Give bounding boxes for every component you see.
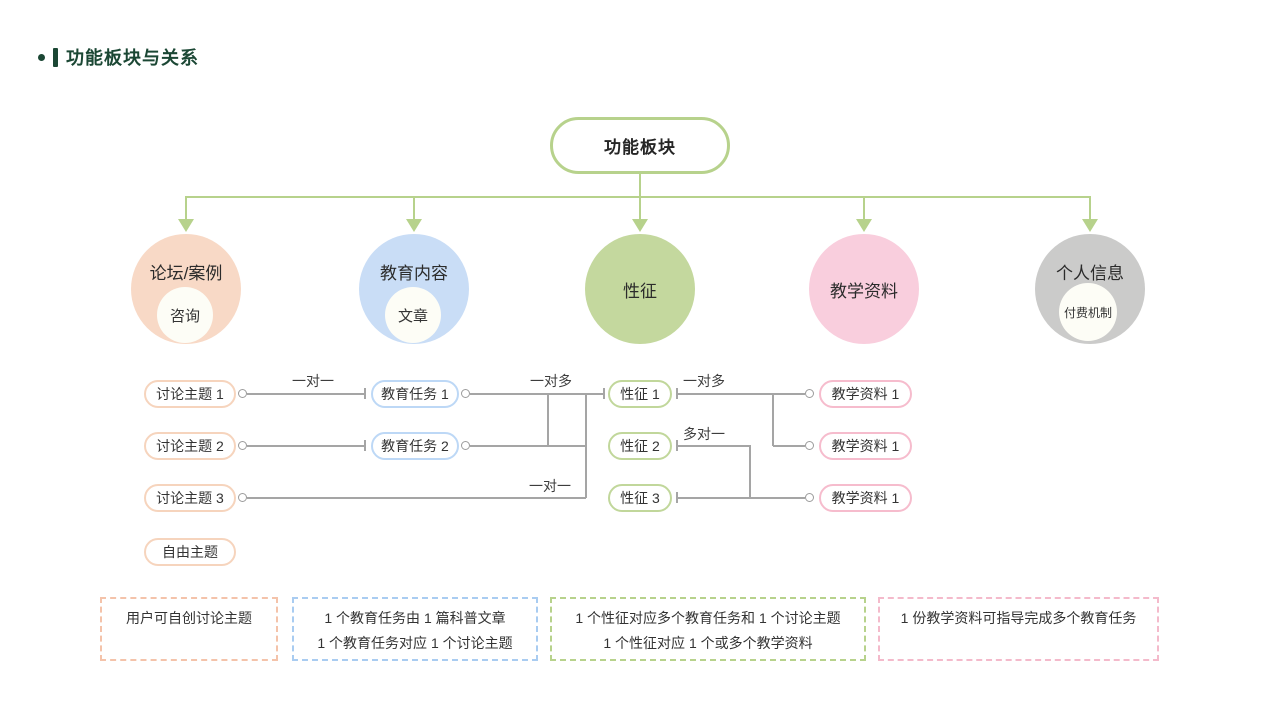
tree-branch-line [863,196,865,220]
line-end-tick [676,492,678,503]
relation-line [247,393,364,395]
line-end-tick [364,388,366,399]
note-box-topics: 用户可自创讨论主题 [100,597,278,661]
node-trait-2: 性征 2 [608,432,672,460]
bullet-dot-icon [38,53,45,61]
tree-horizontal-line [185,196,1091,198]
module-circle-forum: 论坛/案例 咨询 [131,234,241,344]
connector-circle [805,389,814,398]
arrow-down-icon [178,219,194,232]
note-box-materials: 1 份教学资料可指导完成多个教育任务 [878,597,1159,661]
node-material-3: 教学资料 1 [819,484,912,512]
module-label: 个人信息 [1056,264,1124,283]
node-task-2: 教育任务 2 [371,432,459,460]
relation-line [470,393,603,395]
module-circle-education: 教育内容 文章 [359,234,469,344]
tree-branch-line [185,196,187,220]
node-topic-3: 讨论主题 3 [144,484,236,512]
module-circle-profile: 个人信息 付费机制 [1035,234,1145,344]
arrow-down-icon [406,219,422,232]
relation-line [773,445,805,447]
relation-line [247,445,364,447]
relation-label-one-to-many: 一对多 [683,373,725,389]
note-text: 1 个教育任务对应 1 个讨论主题 [317,635,513,651]
note-box-tasks: 1 个教育任务由 1 篇科普文章 1 个教育任务对应 1 个讨论主题 [292,597,538,661]
relation-line [678,393,805,395]
line-end-tick [676,388,678,399]
tree-branch-line [1089,196,1091,220]
module-label: 性征 [623,281,657,301]
module-subcircle: 文章 [385,287,441,343]
tree-trunk-line [639,173,641,197]
relation-joint-line [772,393,774,446]
module-subcircle: 咨询 [157,287,213,343]
node-trait-3: 性征 3 [608,484,672,512]
tree-branch-line [413,196,415,220]
root-node-function-modules: 功能板块 [550,117,730,174]
node-material-1: 教学资料 1 [819,380,912,408]
line-end-tick [676,440,678,451]
relation-joint-line [585,393,587,498]
relation-label-one-to-one: 一对一 [292,373,334,389]
relation-line [247,497,586,499]
note-text: 用户可自创讨论主题 [126,610,252,626]
module-circle-trait: 性征 [585,234,695,344]
tree-branch-line [639,196,641,220]
line-end-tick [603,388,605,399]
node-topic-1: 讨论主题 1 [144,380,236,408]
connector-circle [238,441,247,450]
note-box-traits: 1 个性征对应多个教育任务和 1 个讨论主题 1 个性征对应 1 个或多个教学资… [550,597,866,661]
relation-line [470,445,586,447]
module-label: 论坛/案例 [149,264,223,283]
node-task-1: 教育任务 1 [371,380,459,408]
relation-line [678,497,805,499]
note-text: 1 份教学资料可指导完成多个教育任务 [900,610,1137,626]
node-topic-free: 自由主题 [144,538,236,566]
title-accent-bar [53,47,58,67]
arrow-down-icon [856,219,872,232]
module-label: 教育内容 [380,264,448,283]
page-title: 功能板块与关系 [38,44,199,70]
relation-line [678,445,750,447]
module-circle-material: 教学资料 [809,234,919,344]
relation-label-many-to-one: 多对一 [683,426,725,442]
relation-joint-line [547,393,549,446]
relation-label-one-to-one: 一对一 [529,478,571,494]
arrow-down-icon [1082,219,1098,232]
page-title-text: 功能板块与关系 [66,48,199,68]
relation-joint-line [749,445,751,498]
note-text: 1 个教育任务由 1 篇科普文章 [324,610,506,626]
node-topic-2: 讨论主题 2 [144,432,236,460]
connector-circle [238,389,247,398]
relation-label-one-to-many: 一对多 [530,373,572,389]
module-label: 教学资料 [830,281,898,301]
connector-circle [805,441,814,450]
connector-circle [461,441,470,450]
connector-circle [238,493,247,502]
node-trait-1: 性征 1 [608,380,672,408]
note-text: 1 个性征对应 1 个或多个教学资料 [603,635,813,651]
module-subcircle: 付费机制 [1059,283,1117,341]
note-text: 1 个性征对应多个教育任务和 1 个讨论主题 [575,610,841,626]
connector-circle [461,389,470,398]
arrow-down-icon [632,219,648,232]
node-material-2: 教学资料 1 [819,432,912,460]
connector-circle [805,493,814,502]
line-end-tick [364,440,366,451]
